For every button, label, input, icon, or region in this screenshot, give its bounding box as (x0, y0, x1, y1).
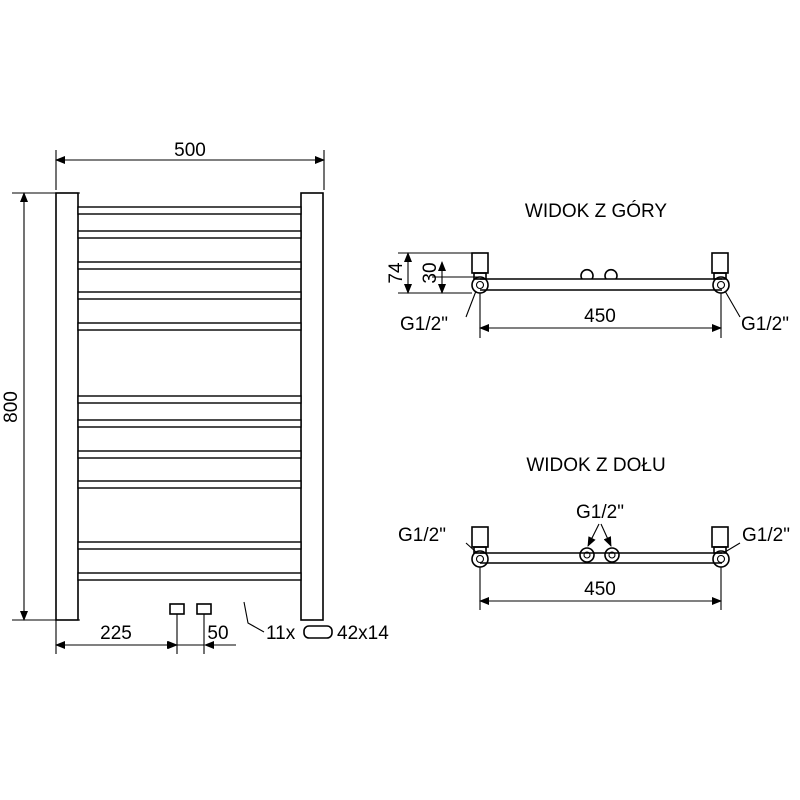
bottom-left-connection-inner (475, 554, 485, 564)
top-left-callout-leader (465, 290, 477, 318)
tube-size-label: 42x14 (337, 623, 389, 644)
bottom-left-valve (471, 526, 489, 548)
bottom-center-inlet-left-inner (583, 551, 591, 559)
inlet-connector-right (196, 603, 212, 615)
tube-count-label: 11x (266, 623, 296, 644)
tube-bar (77, 480, 302, 489)
top-span-label: 450 (584, 306, 616, 327)
top-right-valve-neck (713, 272, 727, 280)
top-view: WIDOK Z GÓRY 74 30 G1/2" G1/2" (386, 200, 789, 338)
top-center-stub-right (604, 268, 618, 280)
top-connection-left-label: G1/2" (400, 314, 448, 335)
bottom-connection-right-label: G1/2" (742, 525, 790, 546)
top-left-valve (471, 252, 489, 274)
tube-bar (77, 572, 302, 581)
inlet-connector-left (169, 603, 185, 615)
bottom-right-valve (711, 526, 729, 548)
top-left-connection-inner (475, 280, 485, 290)
pipe-depth-label: 30 (420, 262, 441, 283)
tube-bar (77, 322, 302, 331)
bottom-span-label: 450 (584, 579, 616, 600)
right-post (300, 192, 324, 621)
bottom-center-leader-right (600, 523, 612, 547)
bottom-connection-left-label: G1/2" (398, 525, 446, 546)
bottom-right-valve-neck (713, 546, 727, 554)
inlet-spacing-label: 50 (207, 623, 228, 644)
tube-bar (77, 419, 302, 428)
top-right-connection-inner (716, 280, 726, 290)
inlet-offset-label: 225 (100, 623, 132, 644)
bottom-view: WIDOK Z DOŁU G1/2" G1/2" G1/2" 450 (398, 455, 790, 610)
top-center-stub-left (580, 268, 594, 280)
bottom-center-leader-left (587, 523, 600, 547)
tube-bar (77, 206, 302, 215)
tube-bar (77, 395, 302, 404)
spacing-arrow-left (167, 641, 177, 649)
front-view: 500 800 225 50 11x 42x14 (1, 140, 389, 654)
tube-bar (77, 291, 302, 300)
bottom-view-title: WIDOK Z DOŁU (526, 455, 665, 476)
bottom-center-inlet-right (604, 547, 620, 563)
top-right-callout-leader (724, 290, 741, 318)
top-right-valve (711, 252, 729, 274)
spacing-arrow-right (204, 641, 214, 649)
tube-bar (77, 261, 302, 270)
height-label: 800 (1, 391, 22, 423)
tube-callout-leader (243, 601, 265, 633)
top-left-valve-neck (473, 272, 487, 280)
bottom-connection-center-label: G1/2" (576, 502, 624, 523)
tube-bar (77, 230, 302, 239)
bottom-right-connection-inner (716, 554, 726, 564)
bottom-center-inlet-left (579, 547, 595, 563)
top-connection-right-label: G1/2" (741, 314, 789, 335)
depth-label: 74 (386, 262, 407, 284)
tube-bar (77, 541, 302, 550)
tube-section-icon (303, 625, 333, 639)
tube-bar (77, 450, 302, 459)
bottom-center-inlet-right-inner (608, 551, 616, 559)
left-post (55, 192, 79, 621)
top-view-title: WIDOK Z GÓRY (525, 200, 667, 222)
bottom-right-callout-leader (724, 542, 741, 553)
bottom-left-callout-leader (465, 542, 477, 553)
tube-bars (77, 206, 302, 581)
width-label: 500 (174, 140, 206, 161)
